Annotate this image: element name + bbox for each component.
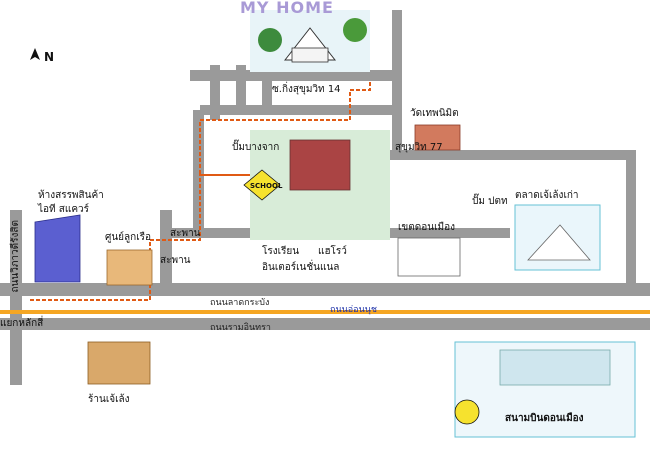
road-mid-horizontal: [200, 105, 395, 115]
market-picture: [514, 204, 601, 271]
lat-krabang-road-label: ถนนลาดกระบัง: [210, 298, 270, 308]
on-nut-road-label: ถนนอ่อนนุช: [330, 305, 377, 315]
airport-area-picture: [397, 237, 461, 277]
road-network: [0, 10, 650, 385]
road-mid-right: [390, 228, 510, 238]
vibhavadi-road-label: ถนนวิภาวดีรังสิต: [10, 220, 21, 293]
church-picture: [106, 249, 153, 286]
road-center-vertical: [160, 210, 172, 290]
road-bottom-horizontal: [160, 228, 260, 238]
mall-label-line2: ไอที สแควร์: [38, 204, 90, 215]
road-upper-vertical: [193, 110, 204, 235]
map-title: MY HOME: [240, 0, 334, 17]
road-main-horizontal: [0, 283, 650, 296]
airport-label: สนามบินดอนเมือง: [505, 413, 584, 424]
road-top-vertical-3: [262, 65, 272, 115]
road-top-vertical-1: [210, 65, 220, 120]
rail-line: [0, 310, 650, 314]
north-label: N: [44, 50, 55, 64]
road-lower-horizontal: [0, 318, 650, 330]
bridge-label-2: สะพาน: [160, 255, 191, 266]
bridge-label: สะพาน: [170, 228, 201, 239]
school-label-line2: อินเตอร์เนชั่นแนล: [262, 262, 340, 273]
wat-label: วัดเทพนิมิต: [410, 108, 459, 119]
school-picture: [243, 130, 390, 240]
wat-picture: [414, 124, 461, 151]
home-picture: [250, 10, 370, 72]
pump-ptt-label: ปั๊ม ปตท: [472, 196, 508, 207]
sukhumvit-77-label: สุขุมวิท 77: [395, 142, 443, 153]
route-line: [30, 80, 371, 301]
road-top-vertical-2: [236, 65, 246, 115]
road-right-horizontal: [370, 150, 630, 160]
school-label-line1: โรงเรียน: [262, 246, 300, 257]
airport-area-label: เขตดอนเมือง: [398, 222, 455, 233]
road-top-horizontal: [190, 70, 395, 81]
road-top-vertical-4: [392, 10, 402, 160]
pump-bangchak-label: ปั๊มบางจาก: [232, 142, 280, 153]
shop-label: ร้านเจ้เล้ง: [88, 394, 130, 405]
road-right-vertical: [626, 150, 636, 290]
laksi-label: แยกหลักสี่: [0, 318, 44, 329]
road-left-vertical: [10, 210, 22, 385]
mall-label-line1: ห้างสรรพสินค้า: [38, 190, 104, 201]
soi-14-label: ซ.กิ่งสุขุมวิท 14: [272, 84, 341, 95]
school-sign-label: SCHOOL: [250, 182, 283, 190]
airport-picture: [454, 341, 636, 438]
church-label: ศูนย์ลูกเรือ: [105, 232, 152, 243]
school-label-mid: แฮโรว์: [318, 246, 347, 257]
north-arrow: [30, 48, 40, 60]
market-label: ตลาดเจ้เล้งเก่า: [515, 190, 579, 201]
ram-intra-road-label: ถนนรามอินทรา: [210, 323, 271, 333]
shop-picture: [87, 341, 151, 385]
mall-picture: [34, 214, 81, 283]
